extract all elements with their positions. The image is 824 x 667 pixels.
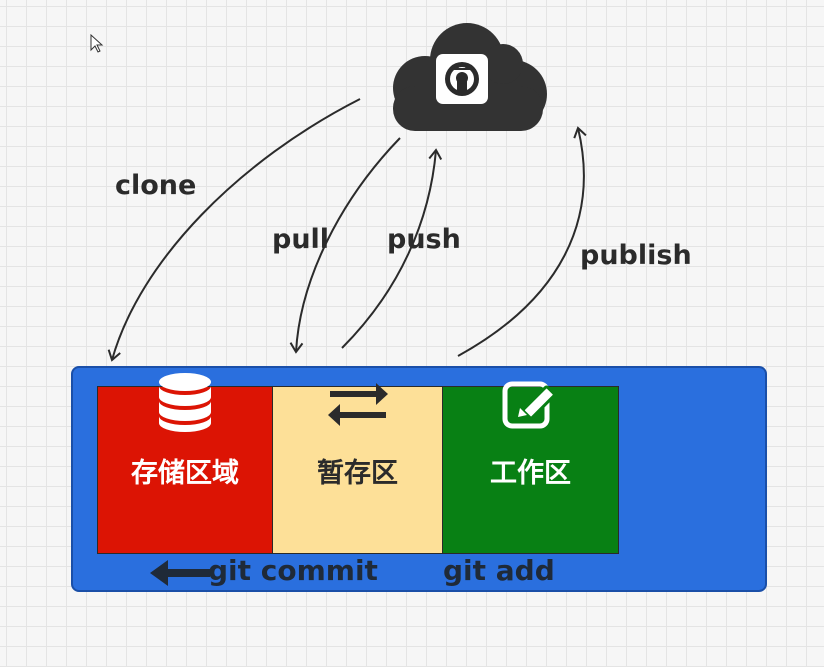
git-commit-label: git commit xyxy=(208,554,378,587)
push-arrow xyxy=(341,148,443,349)
clone-arrow xyxy=(107,98,361,362)
publish-label: publish xyxy=(580,240,692,271)
zone-staging: 暂存区 xyxy=(272,383,443,554)
github-icon xyxy=(436,54,488,104)
git-add-label: git add xyxy=(443,554,555,587)
publish-arrow xyxy=(457,126,587,357)
pull-arrow xyxy=(289,137,401,354)
cursor-icon xyxy=(90,34,104,53)
pull-label: pull xyxy=(272,224,330,255)
zone-staging-label: 暂存区 xyxy=(317,458,398,489)
database-icon xyxy=(159,373,211,432)
push-label: push xyxy=(387,224,461,255)
edit-icon xyxy=(502,381,556,429)
zone-repository: 存储区域 xyxy=(97,373,273,554)
swap-arrows-icon xyxy=(327,383,388,426)
zone-repository-label: 存储区域 xyxy=(131,458,239,489)
cloud-icon xyxy=(393,23,547,131)
zone-working-label: 工作区 xyxy=(490,458,571,489)
clone-label: clone xyxy=(115,170,197,201)
commit-arrow-icon xyxy=(150,560,210,586)
zone-working: 工作区 xyxy=(442,381,619,554)
